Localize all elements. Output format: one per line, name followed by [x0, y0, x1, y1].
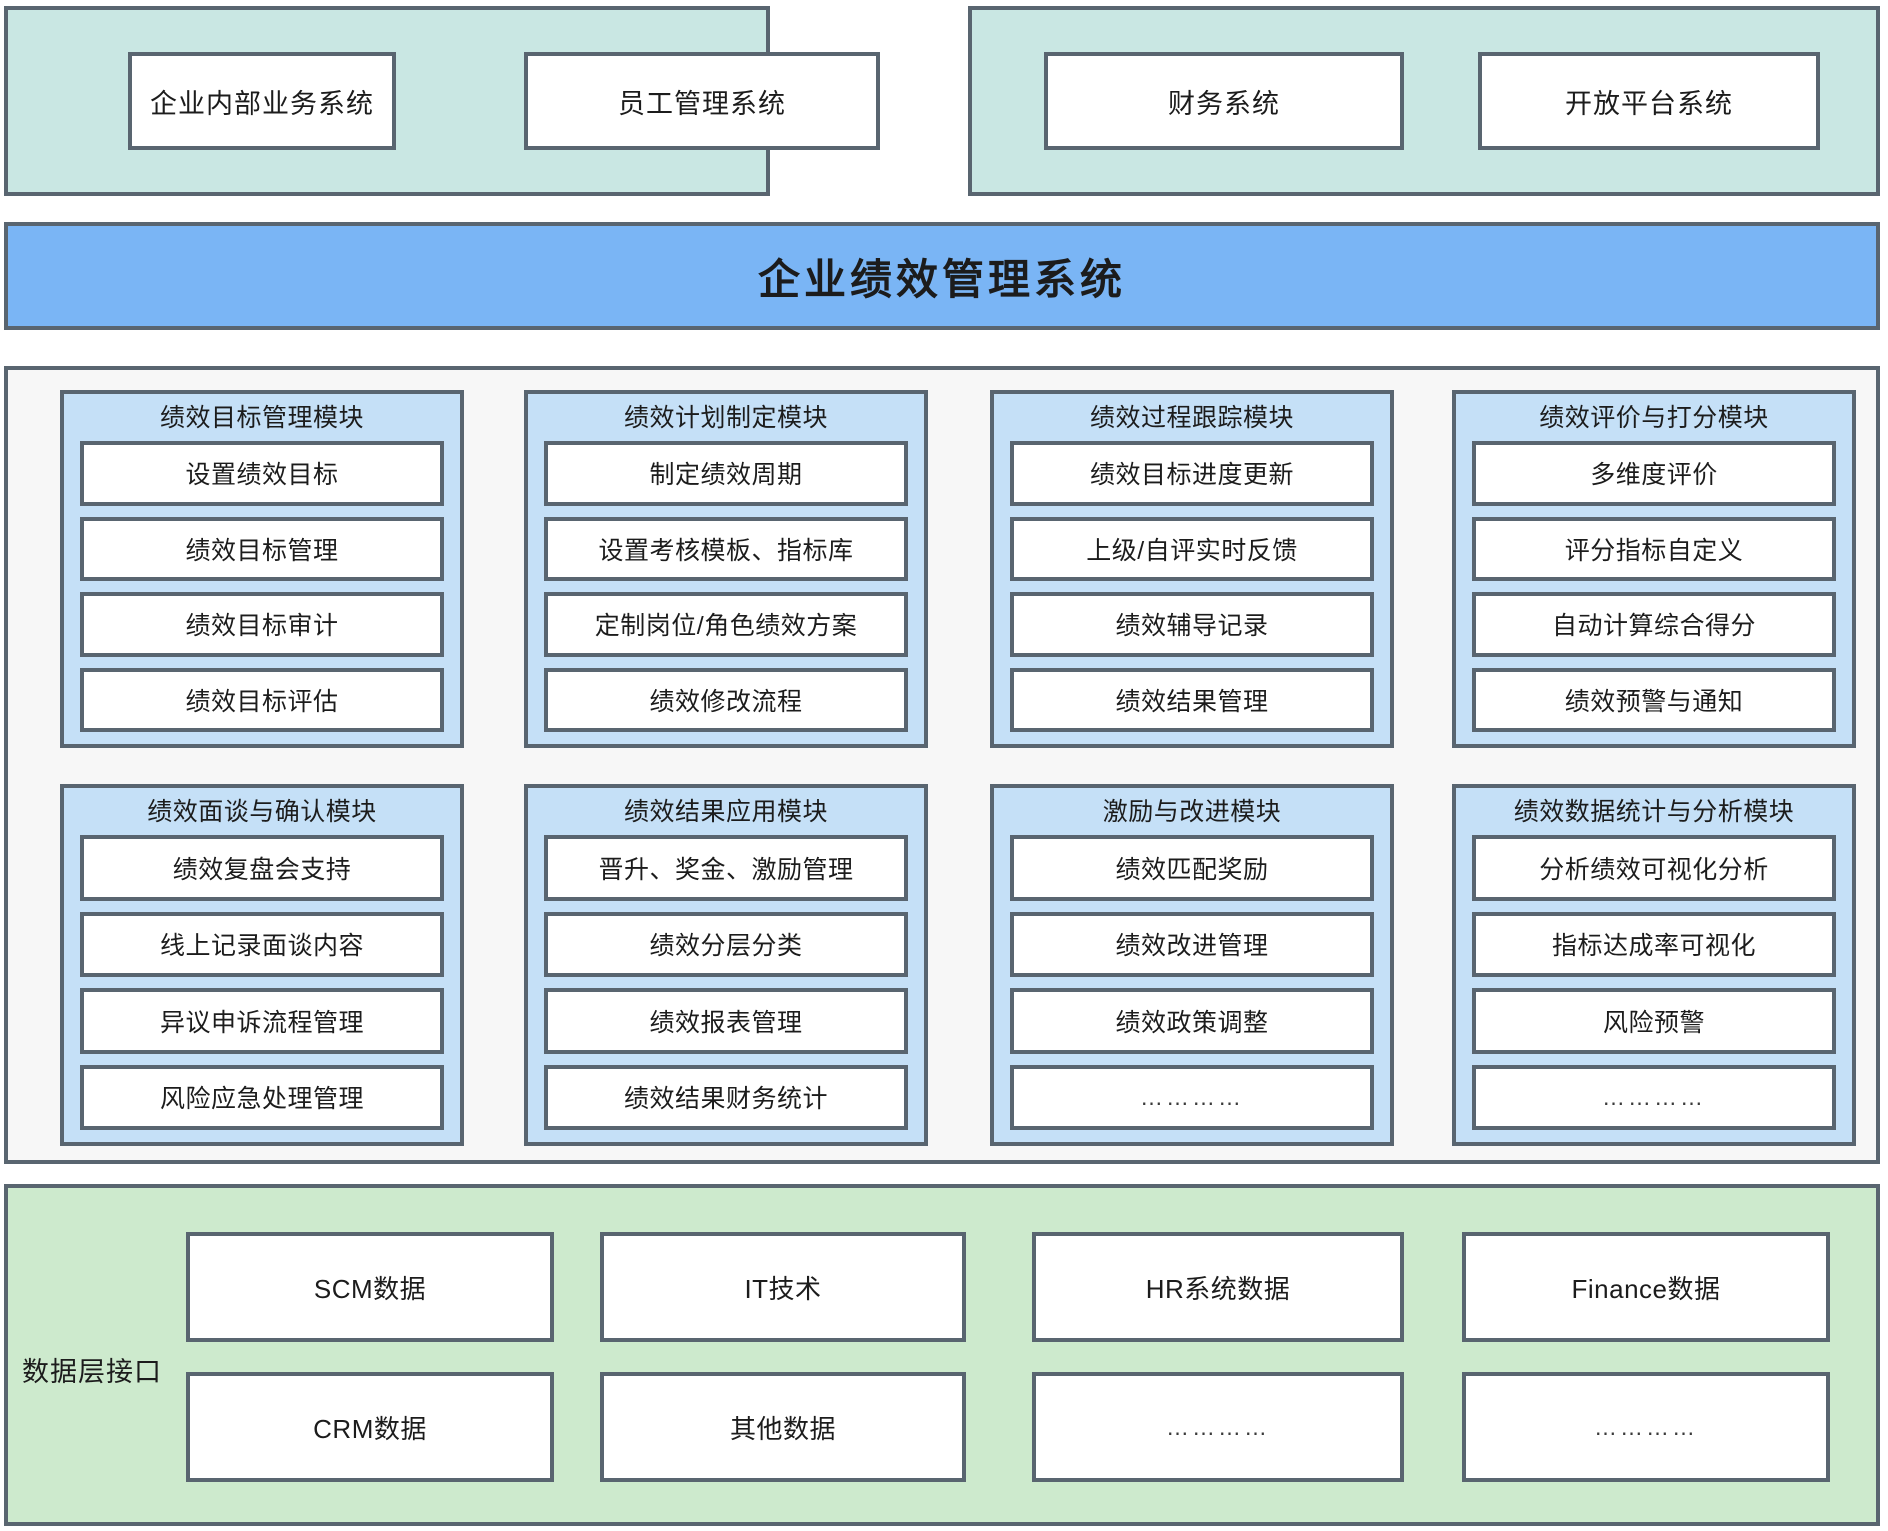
module-item[interactable]: 风险预警	[1472, 988, 1836, 1054]
module-item[interactable]: 指标达成率可视化	[1472, 911, 1836, 977]
module-panel-evaluation-scoring[interactable]: 绩效评价与打分模块 多维度评价 评分指标自定义 自动计算综合得分 绩效预警与通知	[1452, 390, 1856, 748]
module-item[interactable]: 绩效报表管理	[544, 988, 908, 1054]
module-item[interactable]: 绩效目标进度更新	[1010, 441, 1374, 506]
data-layer-label: 数据层接口	[22, 1357, 162, 1387]
module-item[interactable]: 绩效预警与通知	[1472, 667, 1836, 732]
module-item[interactable]: 绩效修改流程	[544, 667, 908, 732]
module-title: 绩效面谈与确认模块	[147, 798, 377, 826]
module-item-list: 绩效复盘会支持 线上记录面谈内容 异议申诉流程管理 风险应急处理管理	[64, 835, 460, 1142]
external-system-card-open-platform[interactable]: 开放平台系统	[1478, 52, 1820, 150]
module-item-list: 绩效目标进度更新 上级/自评实时反馈 绩效辅导记录 绩效结果管理	[994, 441, 1390, 744]
module-item[interactable]: 设置绩效目标	[80, 441, 444, 506]
data-source-card-finance[interactable]: Finance数据	[1462, 1232, 1830, 1342]
data-source-card-scm[interactable]: SCM数据	[186, 1232, 554, 1342]
module-item[interactable]: 绩效目标评估	[80, 667, 444, 732]
module-item[interactable]: 绩效政策调整	[1010, 988, 1374, 1054]
module-item-list: 分析绩效可视化分析 指标达成率可视化 风险预警 …………	[1456, 835, 1852, 1142]
module-panel-result-application[interactable]: 绩效结果应用模块 晋升、奖金、激励管理 绩效分层分类 绩效报表管理 绩效结果财务…	[524, 784, 928, 1146]
module-item[interactable]: 异议申诉流程管理	[80, 988, 444, 1054]
module-title: 绩效过程跟踪模块	[1089, 404, 1294, 432]
module-item[interactable]: 绩效匹配奖励	[1010, 835, 1374, 901]
module-item[interactable]: 绩效目标管理	[80, 516, 444, 581]
external-system-card-employee-management[interactable]: 员工管理系统	[524, 52, 880, 150]
module-item-list: 晋升、奖金、激励管理 绩效分层分类 绩效报表管理 绩效结果财务统计	[528, 835, 924, 1142]
module-item[interactable]: 多维度评价	[1472, 441, 1836, 506]
system-title-banner: 企业绩效管理系统	[4, 222, 1880, 330]
module-panel-interview-confirmation[interactable]: 绩效面谈与确认模块 绩效复盘会支持 线上记录面谈内容 异议申诉流程管理 风险应急…	[60, 784, 464, 1146]
module-item-placeholder[interactable]: …………	[1472, 1064, 1836, 1130]
core-modules-container: 绩效目标管理模块 设置绩效目标 绩效目标管理 绩效目标审计 绩效目标评估 绩效计…	[4, 366, 1880, 1164]
module-item-list: 多维度评价 评分指标自定义 自动计算综合得分 绩效预警与通知	[1456, 441, 1852, 744]
external-system-card-internal-business[interactable]: 企业内部业务系统	[128, 52, 396, 150]
module-title: 激励与改进模块	[1102, 798, 1282, 826]
module-item-list: 制定绩效周期 设置考核模板、指标库 定制岗位/角色绩效方案 绩效修改流程	[528, 441, 924, 744]
module-title: 绩效目标管理模块	[159, 404, 364, 432]
module-item[interactable]: 晋升、奖金、激励管理	[544, 835, 908, 901]
module-panel-data-statistics-analysis[interactable]: 绩效数据统计与分析模块 分析绩效可视化分析 指标达成率可视化 风险预警 …………	[1452, 784, 1856, 1146]
module-title: 绩效数据统计与分析模块	[1513, 798, 1795, 826]
module-item[interactable]: 自动计算综合得分	[1472, 592, 1836, 657]
module-item[interactable]: 评分指标自定义	[1472, 516, 1836, 581]
module-item[interactable]: 分析绩效可视化分析	[1472, 835, 1836, 901]
module-item-list: 设置绩效目标 绩效目标管理 绩效目标审计 绩效目标评估	[64, 441, 460, 744]
data-source-card-crm[interactable]: CRM数据	[186, 1372, 554, 1482]
module-item[interactable]: 绩效分层分类	[544, 911, 908, 977]
module-panel-process-tracking[interactable]: 绩效过程跟踪模块 绩效目标进度更新 上级/自评实时反馈 绩效辅导记录 绩效结果管…	[990, 390, 1394, 748]
external-system-card-finance[interactable]: 财务系统	[1044, 52, 1404, 150]
module-panel-goal-management[interactable]: 绩效目标管理模块 设置绩效目标 绩效目标管理 绩效目标审计 绩效目标评估	[60, 390, 464, 748]
module-title: 绩效结果应用模块	[623, 798, 828, 826]
module-item[interactable]: 绩效复盘会支持	[80, 835, 444, 901]
module-item[interactable]: 上级/自评实时反馈	[1010, 516, 1374, 581]
module-panel-incentive-improvement[interactable]: 激励与改进模块 绩效匹配奖励 绩效改进管理 绩效政策调整 …………	[990, 784, 1394, 1146]
data-source-card-placeholder[interactable]: …………	[1032, 1372, 1404, 1482]
data-source-card-placeholder[interactable]: …………	[1462, 1372, 1830, 1482]
module-item-list: 绩效匹配奖励 绩效改进管理 绩效政策调整 …………	[994, 835, 1390, 1142]
module-item-placeholder[interactable]: …………	[1010, 1064, 1374, 1130]
module-item[interactable]: 绩效结果管理	[1010, 667, 1374, 732]
module-item[interactable]: 绩效改进管理	[1010, 911, 1374, 977]
module-item[interactable]: 绩效结果财务统计	[544, 1064, 908, 1130]
module-panel-plan-formulation[interactable]: 绩效计划制定模块 制定绩效周期 设置考核模板、指标库 定制岗位/角色绩效方案 绩…	[524, 390, 928, 748]
module-item[interactable]: 风险应急处理管理	[80, 1064, 444, 1130]
module-item[interactable]: 定制岗位/角色绩效方案	[544, 592, 908, 657]
data-source-card-it[interactable]: IT技术	[600, 1232, 966, 1342]
module-title: 绩效评价与打分模块	[1539, 404, 1769, 432]
module-item[interactable]: 绩效辅导记录	[1010, 592, 1374, 657]
data-source-card-hr[interactable]: HR系统数据	[1032, 1232, 1404, 1342]
data-source-card-other[interactable]: 其他数据	[600, 1372, 966, 1482]
module-item[interactable]: 绩效目标审计	[80, 592, 444, 657]
module-item[interactable]: 制定绩效周期	[544, 441, 908, 506]
module-item[interactable]: 线上记录面谈内容	[80, 911, 444, 977]
module-title: 绩效计划制定模块	[623, 404, 828, 432]
module-item[interactable]: 设置考核模板、指标库	[544, 516, 908, 581]
